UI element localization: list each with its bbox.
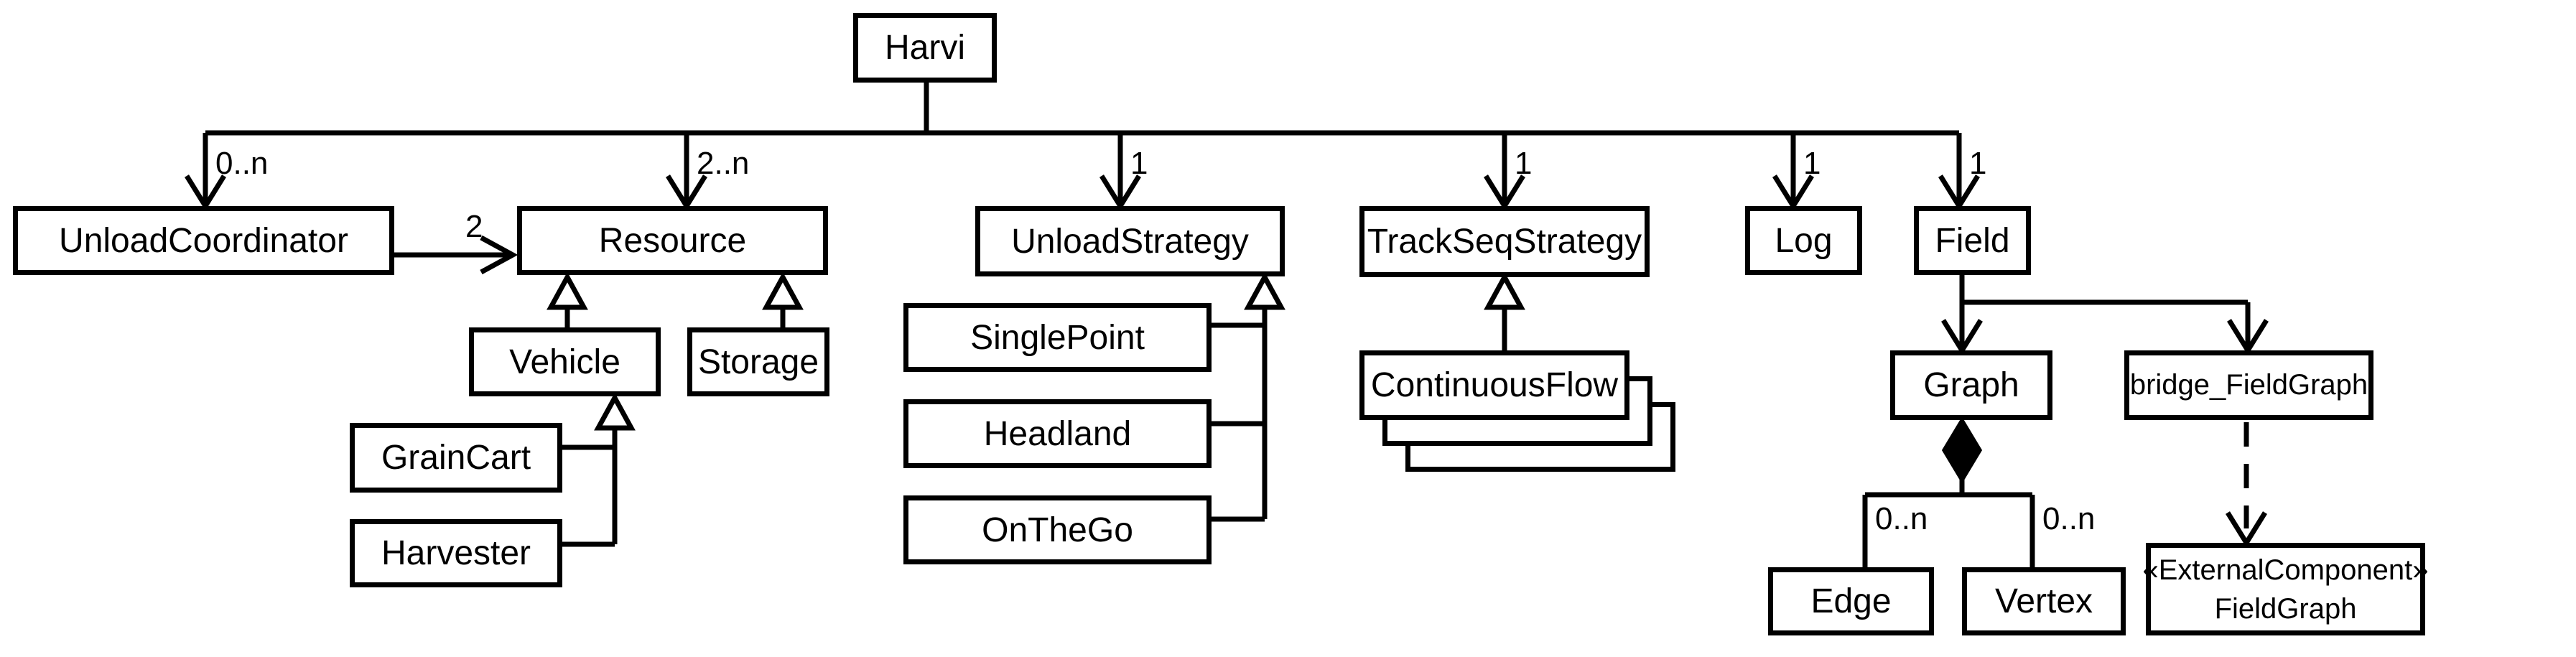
class-box-vertex: Vertex xyxy=(1962,567,2126,635)
class-label: GrainCart xyxy=(381,439,531,477)
class-box-continuous-flow: ContinuousFlow xyxy=(1359,350,1629,420)
arrowhead-icon xyxy=(480,235,519,275)
multiplicity-label: 0..n xyxy=(2042,501,2096,536)
multiplicity-label: 0..n xyxy=(1875,501,1928,536)
stereotype-label: «ExternalComponent» xyxy=(2142,554,2429,586)
class-label: UnloadStrategy xyxy=(1011,222,1249,261)
class-box-on-the-go: OnTheGo xyxy=(903,495,1212,564)
class-box-storage: Storage xyxy=(687,327,829,396)
class-label: Storage xyxy=(697,343,819,381)
class-box-unload-strategy: UnloadStrategy xyxy=(975,206,1285,276)
class-box-unload-coordinator: UnloadCoordinator xyxy=(13,206,394,275)
class-label: Resource xyxy=(598,221,747,260)
class-box-single-point: SinglePoint xyxy=(903,303,1212,372)
class-box-harvester: Harvester xyxy=(350,519,562,587)
class-label: TrackSeqStrategy xyxy=(1367,223,1642,261)
class-label: Headland xyxy=(983,414,1132,453)
composition-diamond-icon xyxy=(1941,416,1983,484)
class-label: bridge_FieldGraph xyxy=(2129,369,2368,401)
multiplicity-label: 1 xyxy=(1803,146,1821,181)
class-box-field: Field xyxy=(1914,206,2031,275)
class-label: FieldGraph xyxy=(2214,592,2357,625)
class-box-resource: Resource xyxy=(517,206,828,275)
class-label: Vertex xyxy=(1994,582,2093,620)
class-label: Field xyxy=(1935,221,2010,260)
class-box-vehicle: Vehicle xyxy=(469,327,661,396)
generalization-triangle-icon xyxy=(547,271,588,310)
class-label: Harvester xyxy=(381,534,531,572)
multiplicity-label: 2..n xyxy=(697,146,750,181)
class-label: UnloadCoordinator xyxy=(59,221,348,260)
multiplicity-label: 1 xyxy=(1130,146,1148,181)
class-box-harvi: Harvi xyxy=(853,13,997,83)
generalization-triangle-icon xyxy=(594,392,636,431)
multiplicity-label: 1 xyxy=(1515,146,1533,181)
class-label: SinglePoint xyxy=(970,318,1145,357)
multiplicity-label: 0..n xyxy=(215,146,269,181)
class-label: Graph xyxy=(1923,366,2019,404)
class-label: Harvi xyxy=(884,29,965,67)
class-box-graph: Graph xyxy=(1890,350,2052,420)
class-box-grain-cart: GrainCart xyxy=(350,423,562,493)
generalization-triangle-icon xyxy=(762,271,804,310)
class-label: Edge xyxy=(1810,582,1892,620)
class-label: Log xyxy=(1775,221,1833,260)
multiplicity-label: 1 xyxy=(1969,146,1987,181)
generalization-triangle-icon xyxy=(1244,271,1285,310)
class-label: OnTheGo xyxy=(982,511,1133,549)
generalization-triangle-icon xyxy=(1484,271,1525,310)
class-box-headland: Headland xyxy=(903,399,1212,468)
class-label: Vehicle xyxy=(509,343,620,381)
class-box-bridge-field-graph: bridge_FieldGraph xyxy=(2124,350,2373,420)
multiplicity-label: 2 xyxy=(465,209,483,244)
class-label: ContinuousFlow xyxy=(1370,366,1619,404)
class-box-track-seq-strategy: TrackSeqStrategy xyxy=(1359,206,1650,277)
class-box-external-field-graph: «ExternalComponent» FieldGraph xyxy=(2142,543,2429,635)
class-box-log: Log xyxy=(1745,206,1862,275)
class-box-edge: Edge xyxy=(1768,567,1934,635)
